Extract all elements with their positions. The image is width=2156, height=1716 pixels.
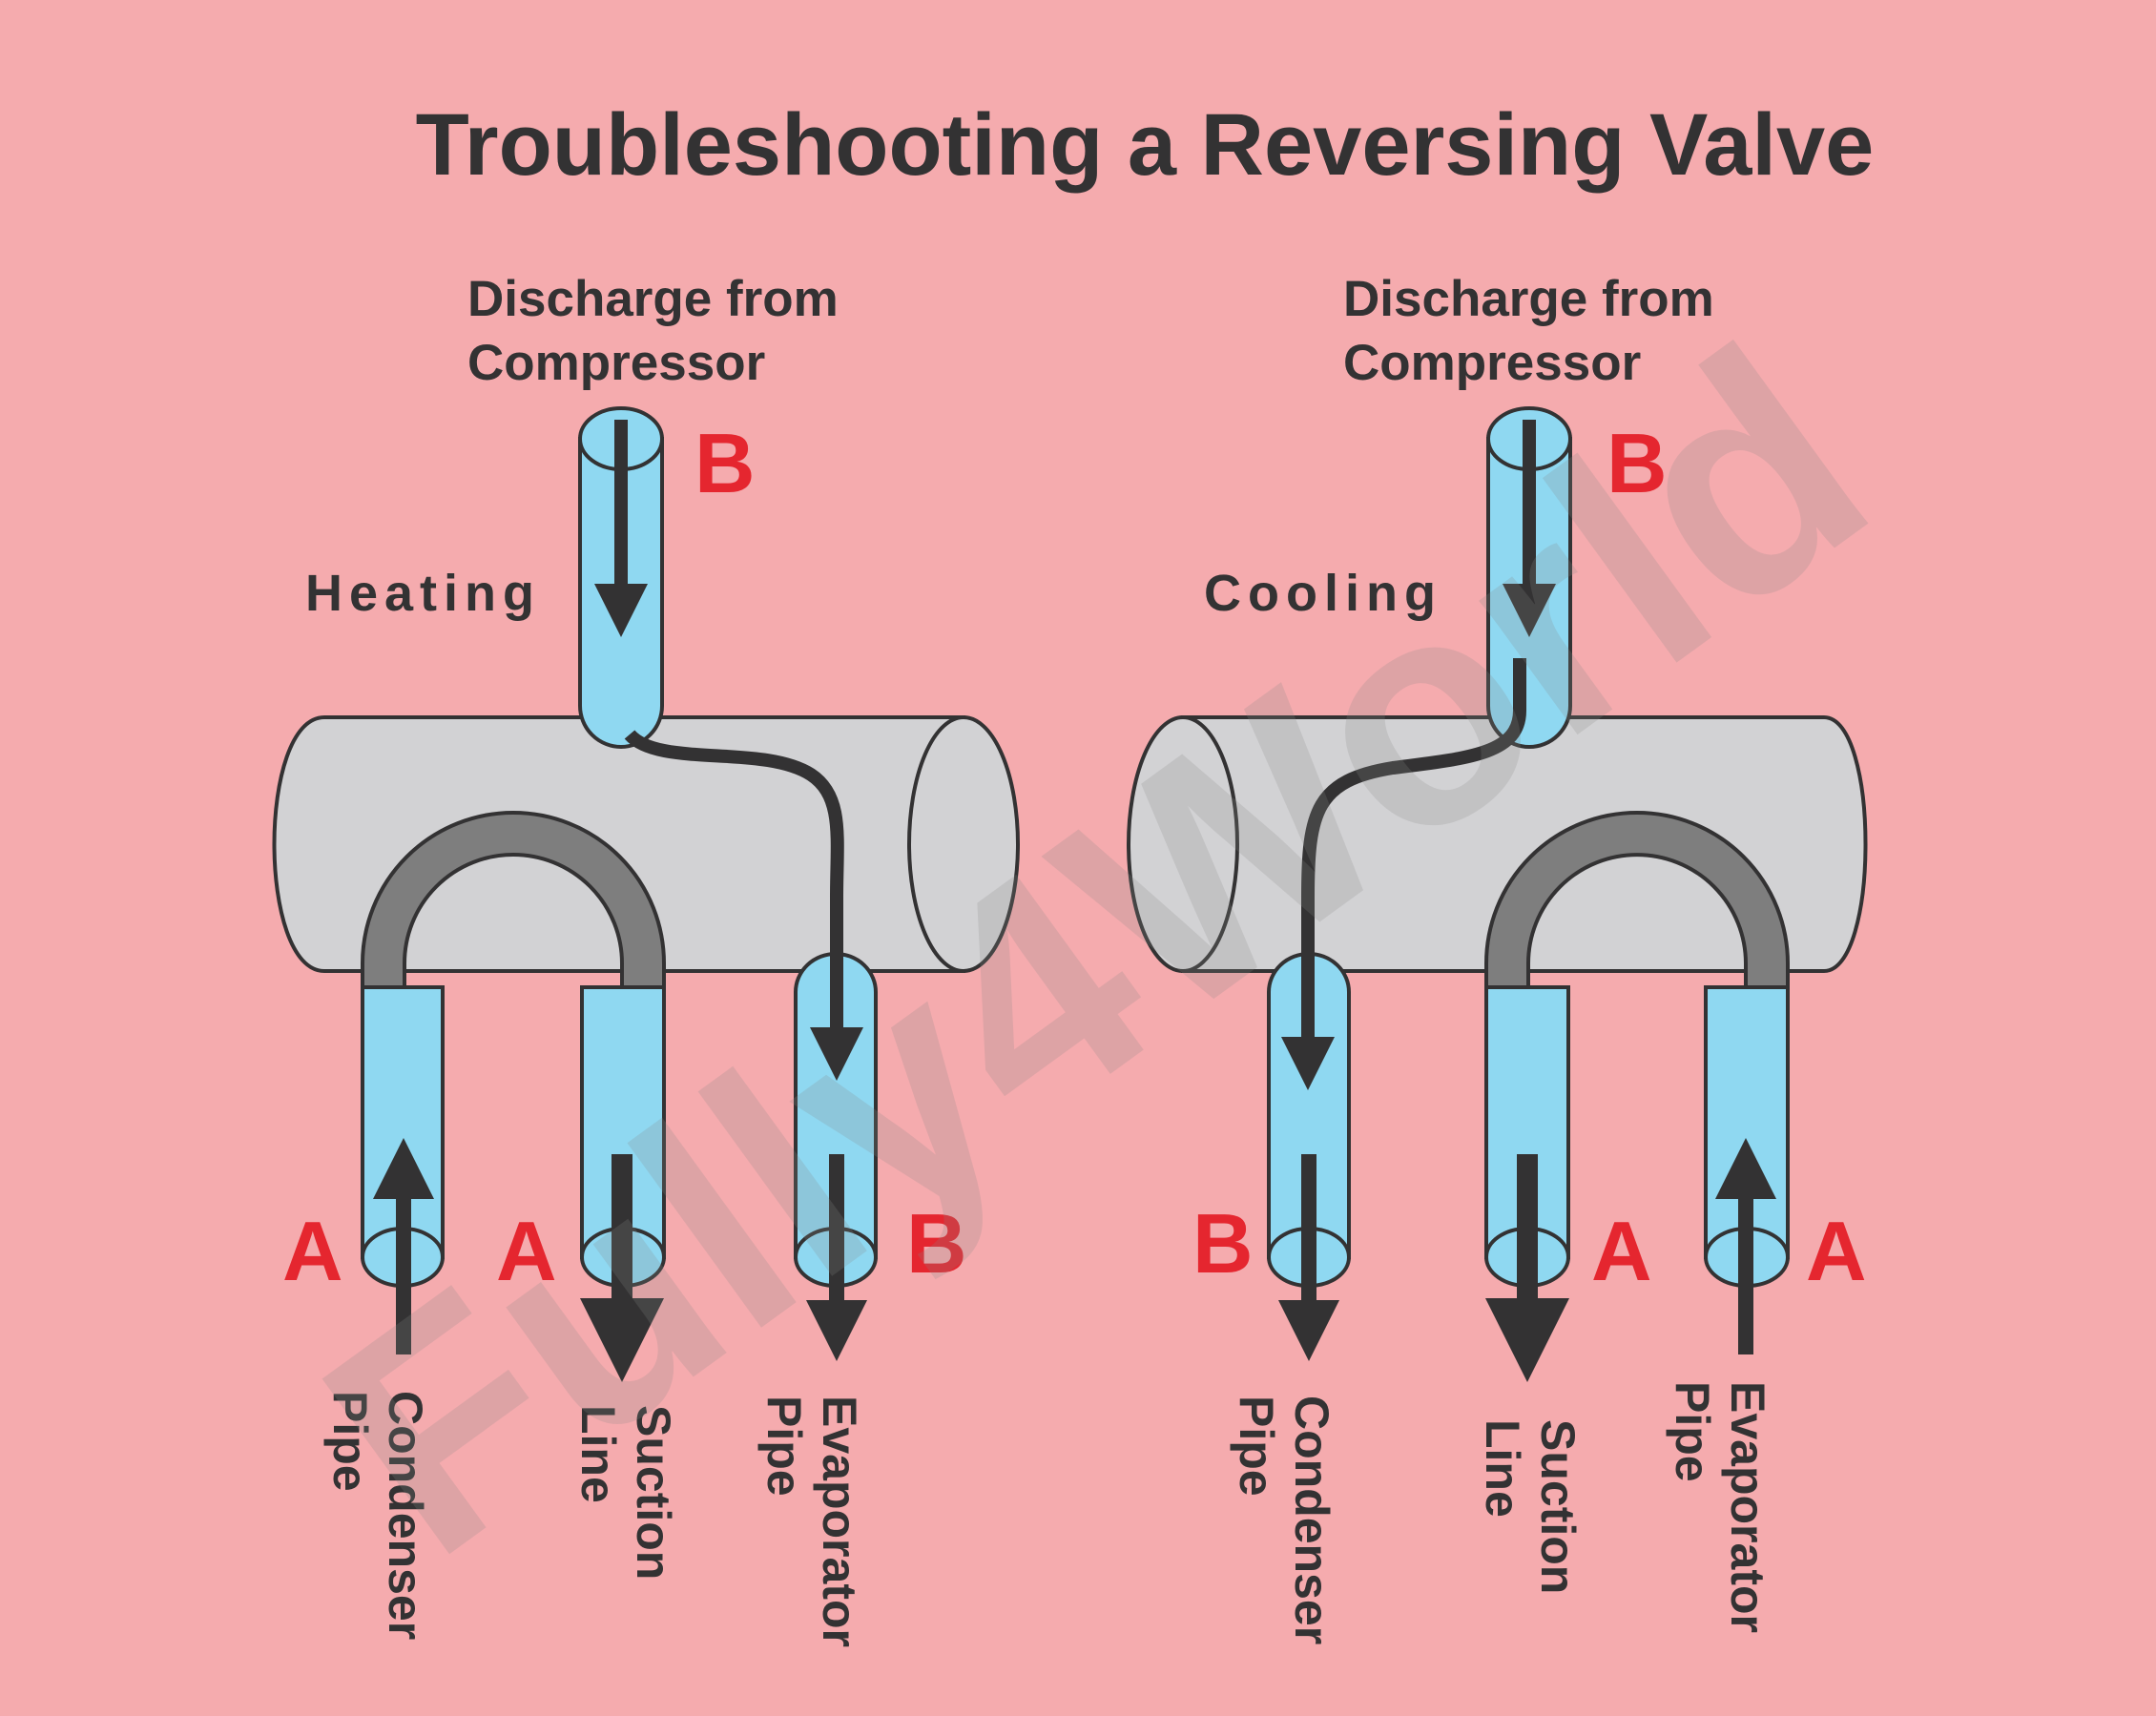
pipe-label-line2: Line [1476,1419,1529,1518]
evaporator-pipe-label-heating: Evaporator Pipe [757,1396,866,1647]
pipe-label-line2: Pipe [1666,1381,1719,1482]
port-letter-condenser-cooling: B [1192,1196,1254,1291]
port-letter-condenser-heating: A [282,1204,343,1298]
pipe-label-line2: Pipe [757,1396,811,1497]
evaporator-pipe-label-cooling: Evaporator Pipe [1666,1381,1774,1633]
u-tube [361,811,666,989]
condenser-pipe-label-heating: Condenser Pipe [323,1391,432,1640]
port-letter-evaporator-heating: B [906,1196,967,1291]
valve-end-cap [907,715,1020,973]
discharge-label-line1: Discharge from [1343,271,1714,327]
u-tube [1484,811,1790,989]
pipe-label-line1: Suction [1531,1419,1585,1594]
suction-line-label-cooling: Suction Line [1476,1419,1585,1594]
pipe-label-line2: Pipe [323,1391,377,1492]
pipe-label-line1: Condenser [1285,1396,1338,1644]
valve-body [272,715,965,973]
flow-path-curve [624,729,863,1081]
page-title: Troubleshooting a Reversing Valve [416,96,1875,194]
pipe-label-line1: Evaporator [813,1396,866,1647]
pipe-label-line1: Condenser [379,1391,432,1640]
valve-end-cap [1127,715,1239,973]
cooling-diagram: Discharge from Compressor Cooling B B A … [1127,271,1868,1644]
pipe-label-line1: Suction [627,1405,680,1580]
port-letter-suction-heating: A [496,1204,557,1298]
discharge-label-line2: Compressor [467,335,765,391]
mode-label-heating: Heating [305,565,541,622]
discharge-label-line1: Discharge from [467,271,839,327]
discharge-label-cooling: Discharge from Compressor [1343,271,1729,391]
pipe-label-line1: Evaporator [1721,1381,1774,1633]
condenser-pipe-label-cooling: Condenser Pipe [1230,1396,1338,1644]
heating-diagram: Discharge from Compressor Heating B A A [272,271,1020,1647]
discharge-label-line2: Compressor [1343,335,1641,391]
pipe-label-line2: Pipe [1230,1396,1283,1497]
port-letter-suction-cooling: A [1591,1204,1652,1298]
pipe-label-line2: Line [571,1405,625,1503]
port-letter-evaporator-cooling: A [1806,1204,1867,1298]
top-port-letter-cooling: B [1607,416,1668,510]
flow-path-curve [1281,658,1526,1090]
top-port-letter-heating: B [694,416,756,510]
mode-label-cooling: Cooling [1204,565,1442,622]
suction-line-label-heating: Suction Line [571,1405,680,1580]
condenser-pipe-body [1267,952,1351,1259]
discharge-label-heating: Discharge from Compressor [467,271,853,391]
